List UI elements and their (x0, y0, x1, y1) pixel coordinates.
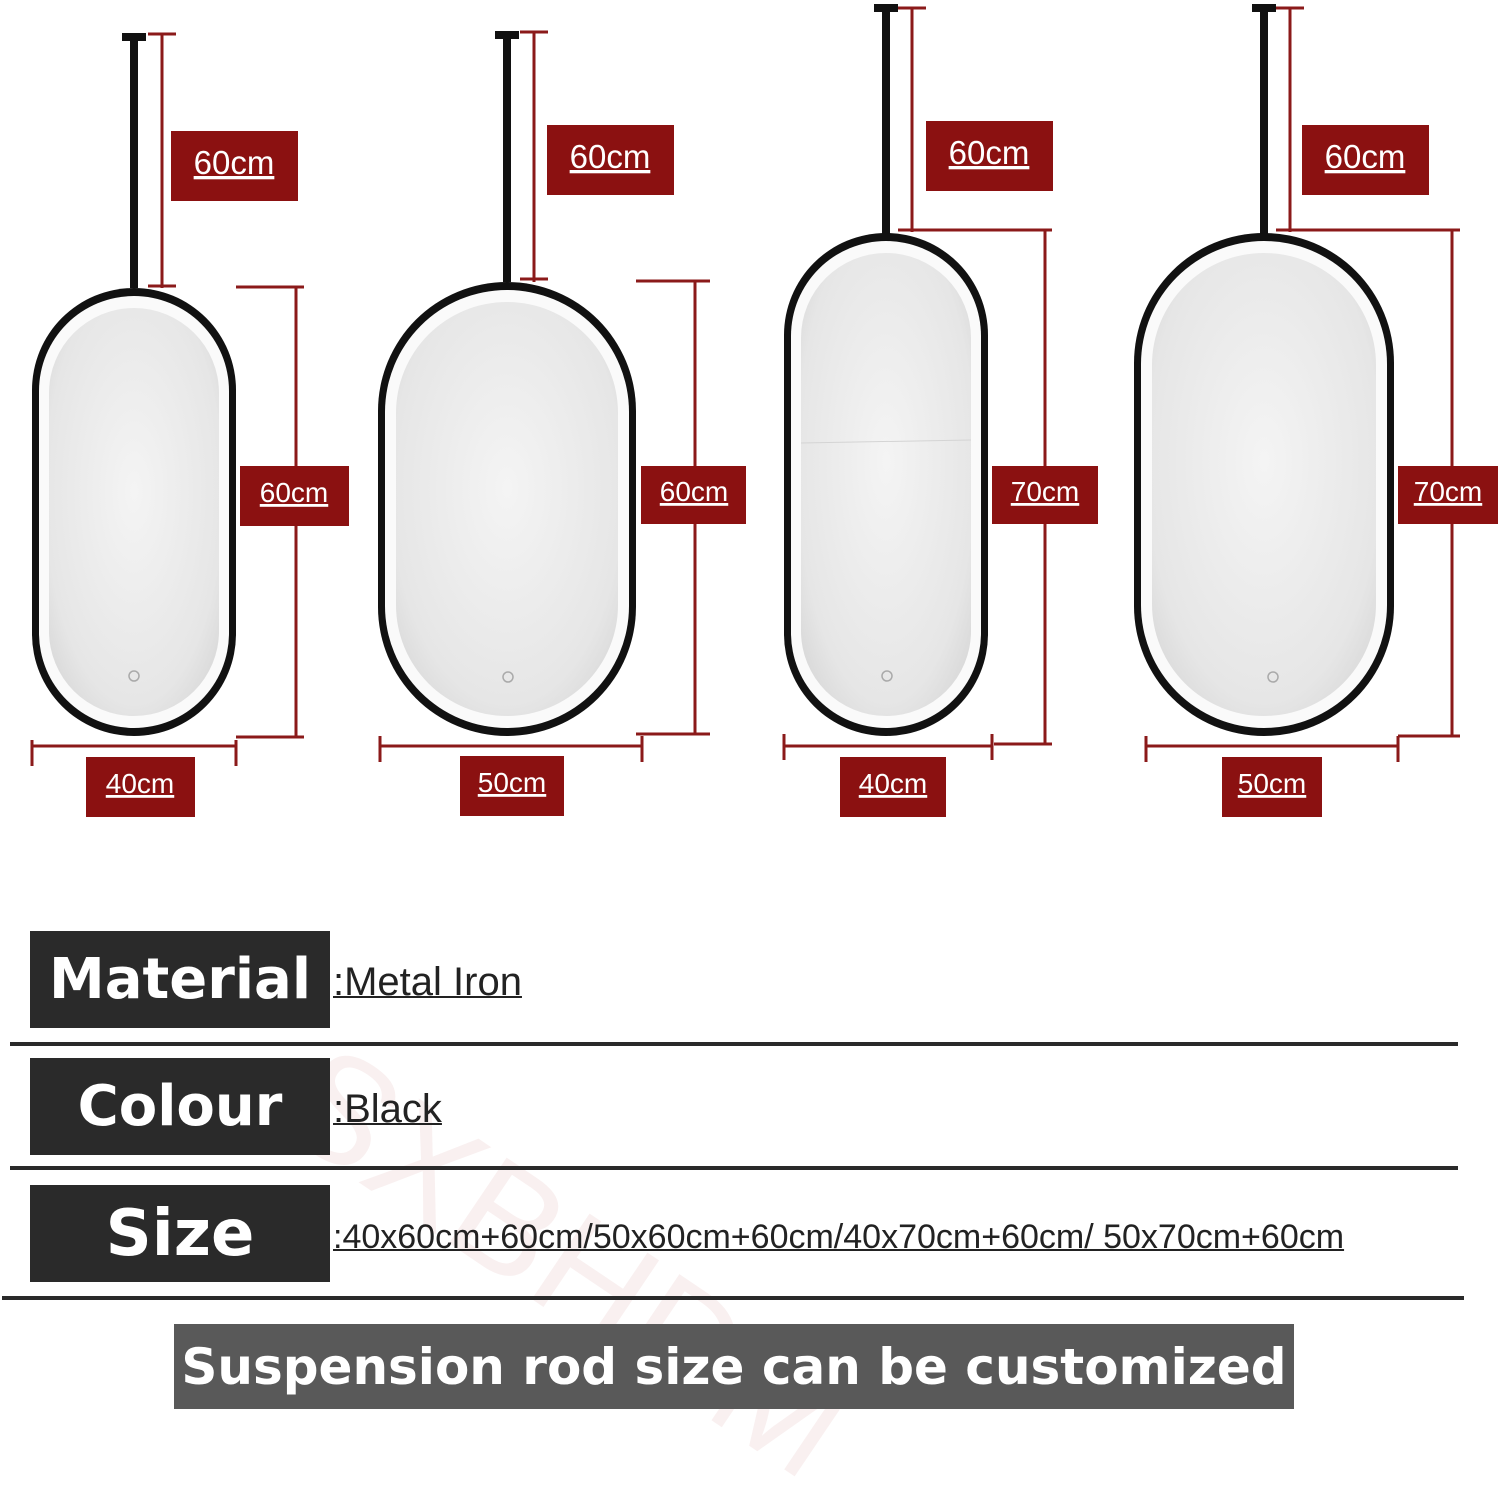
divider (2, 1296, 1464, 1300)
height-dimension-label: 60cm (260, 477, 328, 508)
divider (10, 1042, 1458, 1046)
width-dimension: 50cm (1144, 736, 1400, 817)
colour-label: Colour (30, 1058, 330, 1155)
size-label: Size (30, 1185, 330, 1282)
mirror-glass (1152, 253, 1376, 716)
glass-reflection-line (800, 439, 972, 444)
height-dimension-label: 70cm (1414, 476, 1482, 507)
rod-ceiling-mount (122, 33, 146, 41)
touch-switch-icon (128, 670, 140, 682)
rod-dimension-label: 60cm (194, 144, 275, 181)
colour-value: :Black (333, 1087, 442, 1131)
touch-switch-icon (881, 670, 893, 682)
rod-dimension: 60cm (898, 6, 1053, 232)
rod-ceiling-mount (874, 4, 898, 12)
width-dimension-label: 40cm (106, 768, 174, 799)
material-label: Material (30, 931, 330, 1028)
height-dimension: 60cm (236, 285, 349, 739)
rod-ceiling-mount (495, 31, 519, 39)
height-dimension-label: 60cm (660, 476, 728, 507)
width-dimension-label: 50cm (478, 767, 546, 798)
rod-dimension: 60cm (148, 32, 298, 288)
rod-dimension-label: 60cm (949, 134, 1030, 171)
rod-dimension: 60cm (520, 30, 674, 282)
mirror-50x60: 60cm 60cm 50cm (378, 30, 746, 816)
mirror-40x60: 60cm 60cm 40cm (30, 32, 349, 817)
suspension-rod (1260, 8, 1268, 234)
customization-banner: Suspension rod size can be customized (174, 1324, 1294, 1409)
divider (10, 1166, 1458, 1170)
width-dimension: 40cm (782, 734, 994, 817)
width-dimension: 40cm (30, 740, 238, 817)
mirror-glass (49, 308, 219, 716)
height-dimension-label: 70cm (1011, 476, 1079, 507)
rod-ceiling-mount (1252, 4, 1276, 12)
suspension-rod (503, 36, 511, 282)
suspension-rod (130, 36, 138, 288)
mirror-glass (396, 302, 618, 716)
width-dimension-label: 40cm (859, 768, 927, 799)
mirror-40x70: 60cm 70cm 40cm (782, 4, 1098, 817)
mirror-glass (801, 253, 971, 716)
rod-dimension-label: 60cm (1325, 138, 1406, 175)
material-value: :Metal Iron (333, 960, 522, 1004)
size-value: :40x60cm+60cm/50x60cm+60cm/40x70cm+60cm/… (333, 1218, 1345, 1256)
height-dimension: 70cm (992, 230, 1098, 746)
suspension-rod (882, 8, 890, 234)
width-dimension-label: 50cm (1238, 768, 1306, 799)
mirror-size-diagram: 60cm 60cm 40cm 60cm (30, 4, 1498, 817)
mirror-50x70: 60cm 70cm 50cm (1134, 4, 1498, 817)
rod-dimension: 60cm (1276, 6, 1460, 232)
height-dimension: 70cm (1398, 230, 1498, 738)
touch-switch-icon (1267, 671, 1279, 683)
rod-dimension-label: 60cm (570, 138, 651, 175)
width-dimension: 50cm (378, 736, 644, 816)
height-dimension: 60cm (636, 279, 746, 736)
touch-switch-icon (502, 671, 514, 683)
